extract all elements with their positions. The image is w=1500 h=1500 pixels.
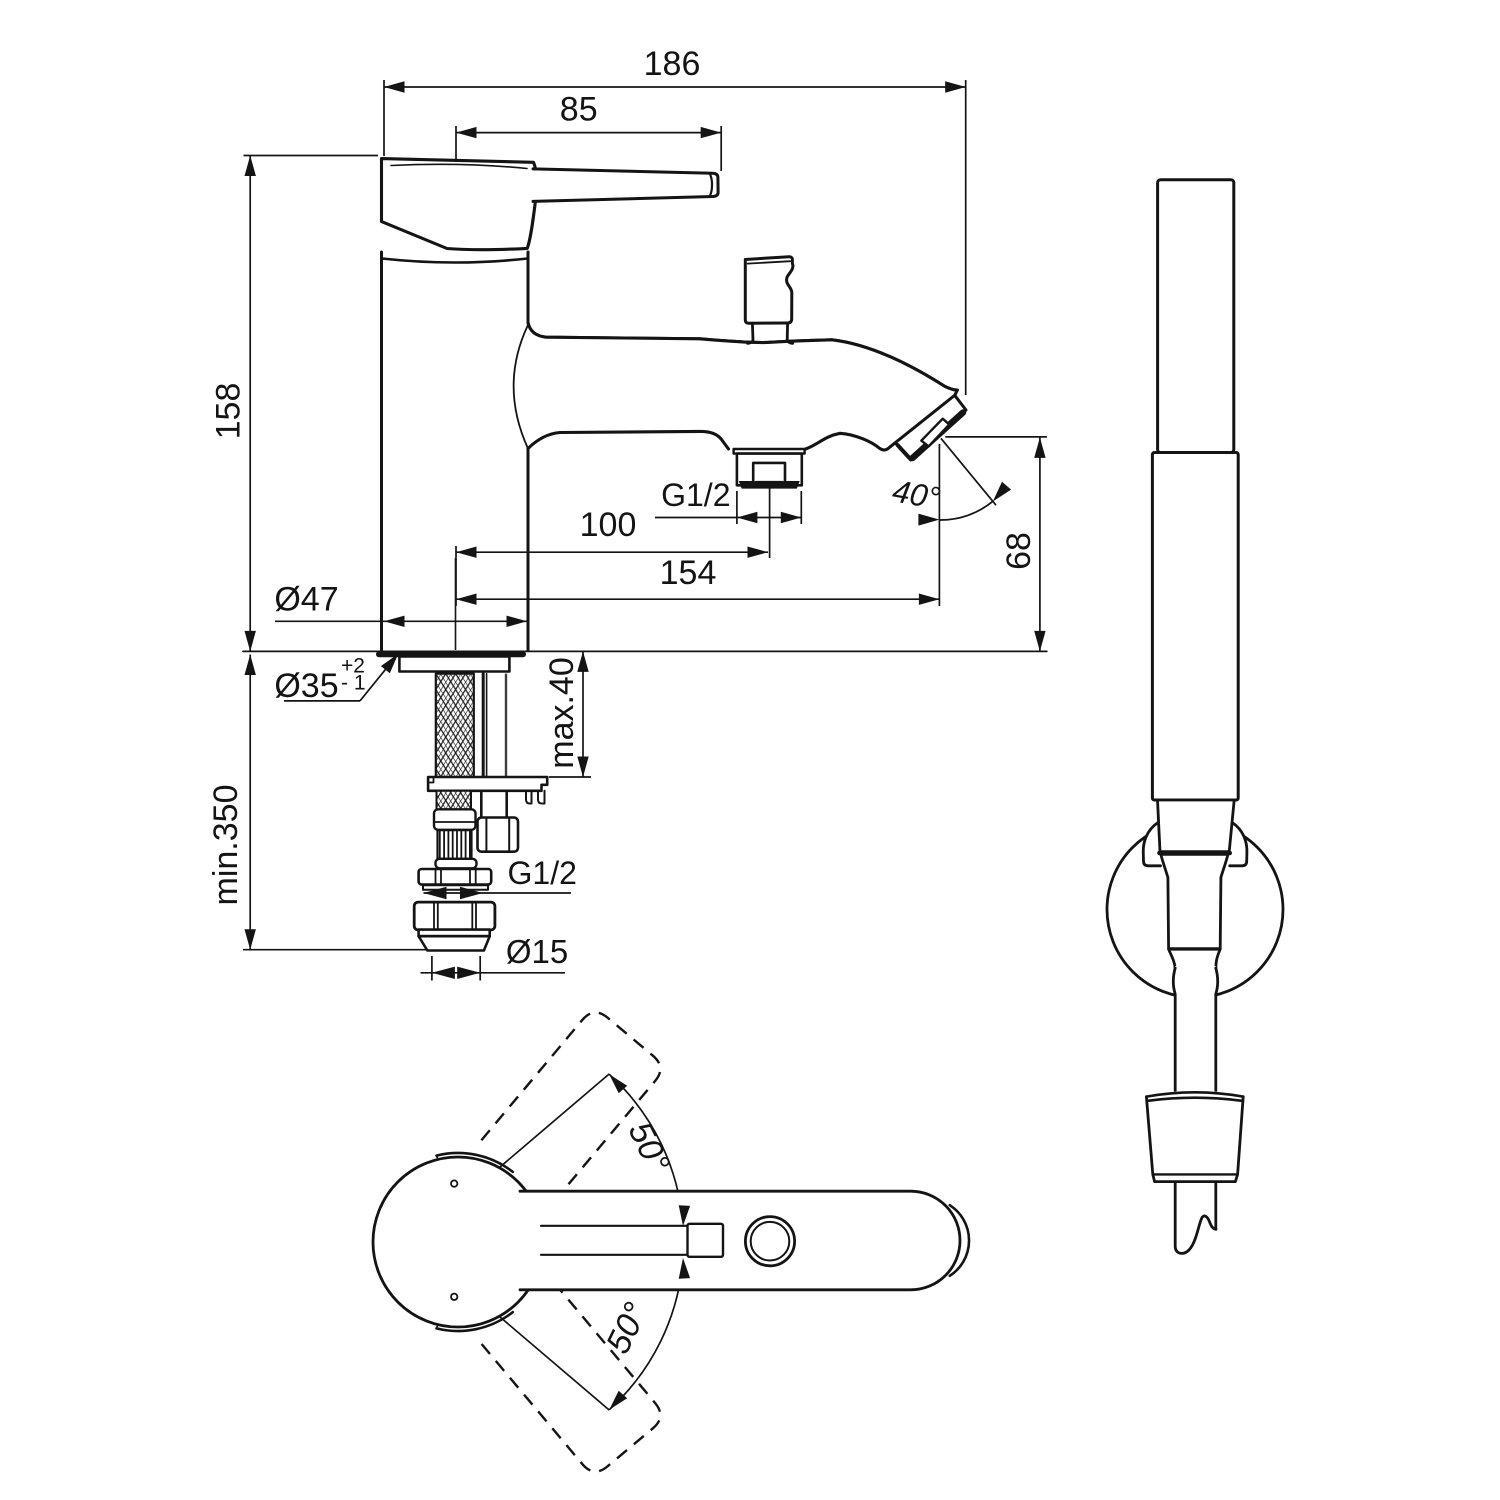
svg-text:68: 68 bbox=[1000, 532, 1038, 570]
svg-text:Ø15: Ø15 bbox=[506, 933, 568, 970]
svg-text:G1/2: G1/2 bbox=[661, 477, 730, 513]
svg-text:40°: 40° bbox=[890, 472, 943, 516]
svg-text:max.40: max.40 bbox=[543, 657, 581, 769]
svg-text:+2: +2 bbox=[341, 655, 365, 678]
svg-text:Ø35: Ø35 bbox=[274, 667, 338, 705]
svg-text:G1/2: G1/2 bbox=[508, 855, 577, 891]
svg-text:100: 100 bbox=[580, 506, 637, 544]
svg-text:Ø47: Ø47 bbox=[274, 581, 338, 619]
svg-text:154: 154 bbox=[660, 554, 717, 592]
svg-text:85: 85 bbox=[560, 91, 598, 129]
svg-text:158: 158 bbox=[210, 383, 248, 440]
svg-text:- 1: - 1 bbox=[341, 672, 366, 695]
svg-text:186: 186 bbox=[644, 45, 701, 83]
svg-text:min.350: min.350 bbox=[207, 785, 245, 906]
